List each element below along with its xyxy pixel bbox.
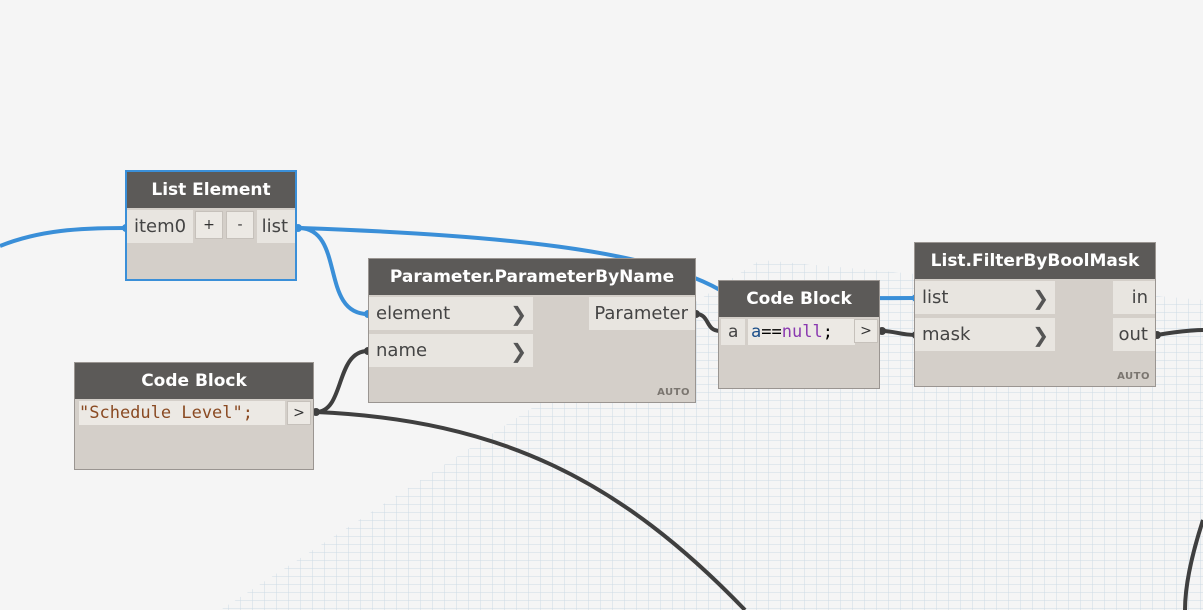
output-port-parameter[interactable]: Parameter [589,297,695,330]
code-keyword: null [781,322,823,342]
port-label: a [728,322,739,342]
output-port-result[interactable]: > [287,401,311,425]
wire-string-to-name [315,349,369,414]
lacing-label: AUTO [1117,371,1150,382]
output-port-result[interactable]: > [854,319,878,343]
input-port-mask[interactable]: mask ❯ [915,318,1055,351]
port-label: in [1131,287,1148,308]
filter-by-bool-mask-node[interactable]: List.FilterByBoolMask list ❯ mask ❯ in o… [914,242,1156,387]
chevron-right-icon: ❯ [1032,285,1049,310]
code-editor[interactable]: a==null; [748,319,855,345]
node-title: List Element [127,172,295,208]
code-block-node[interactable]: Code Block "Schedule Level"; > [74,362,314,470]
chevron-right-icon: ❯ [510,301,527,326]
input-port-list[interactable]: list ❯ [915,281,1055,314]
input-port-name[interactable]: name ❯ [369,334,533,367]
node-title: List.FilterByBoolMask [915,243,1155,279]
wire-out-downstream [1156,328,1203,337]
add-input-button[interactable]: + [195,211,223,239]
port-label: item0 [134,216,187,237]
list-element-node[interactable]: List Element item0 + - list [125,170,297,281]
chevron-right-icon: ❯ [510,338,527,363]
input-port-a[interactable]: a [721,319,745,345]
node-title: Code Block [719,281,879,317]
code-terminator: ; [822,322,833,342]
wire-in-downstream [1183,519,1203,610]
port-label: list [922,287,949,308]
code-variable: a [751,322,762,342]
port-label: element [376,303,451,324]
code-operator: == [761,322,782,342]
node-title: Code Block [75,363,313,399]
node-title: Parameter.ParameterByName [369,259,695,295]
wire-list-to-element [299,226,369,316]
wire-string-downstream [315,410,747,610]
port-label: out [1118,324,1148,345]
chevron-right-icon: ❯ [1032,322,1049,347]
input-port-item0[interactable]: item0 [127,210,193,243]
port-dot [312,408,320,416]
remove-input-button[interactable]: - [226,211,254,239]
output-port-out[interactable]: out [1113,318,1155,351]
output-port-list[interactable]: list [257,210,295,243]
parameter-by-name-node[interactable]: Parameter.ParameterByName element ❯ name… [368,258,696,403]
input-port-element[interactable]: element ❯ [369,297,533,330]
port-label: list [261,216,288,237]
wire-input-to-list-element [0,226,127,248]
port-dot [878,327,886,335]
port-label: Parameter [594,303,688,324]
output-port-in[interactable]: in [1113,281,1155,314]
code-block-test-node[interactable]: Code Block a a==null; > [718,280,880,389]
port-label: name [376,340,428,361]
port-label: mask [922,324,971,345]
code-editor[interactable]: "Schedule Level"; [79,401,285,425]
lacing-label: AUTO [657,387,690,398]
